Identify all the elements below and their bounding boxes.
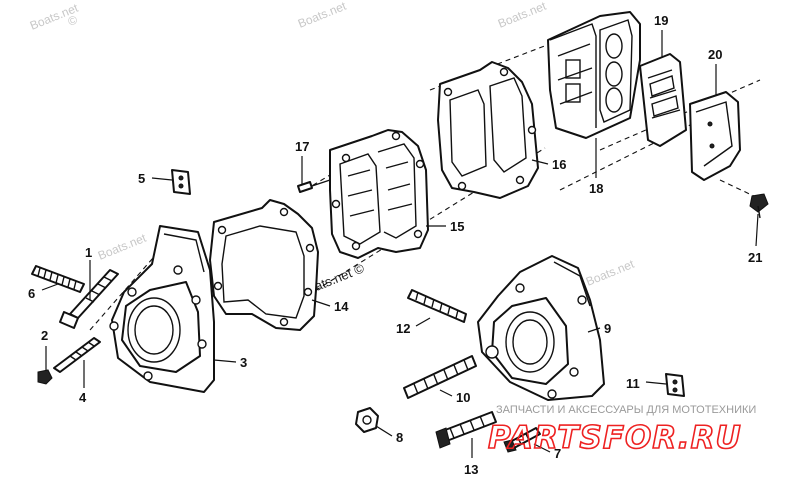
callout-9: 9 bbox=[604, 321, 611, 336]
callout-15: 15 bbox=[450, 219, 464, 234]
callout-17: 17 bbox=[295, 139, 309, 154]
watermark-top-right: Boats.net bbox=[496, 0, 549, 31]
part-4-stud bbox=[37, 337, 101, 385]
callout-4: 4 bbox=[79, 390, 87, 405]
part-20-reed-stop bbox=[689, 91, 741, 181]
part-5-clip bbox=[171, 169, 191, 195]
callout-7: 7 bbox=[554, 446, 561, 461]
callout-labels: 1 2 3 4 5 6 7 8 9 10 11 12 13 14 15 16 1… bbox=[28, 13, 762, 477]
watermark-right: Boats.net bbox=[584, 257, 637, 289]
callout-16: 16 bbox=[552, 157, 566, 172]
part-3-manifold bbox=[109, 225, 215, 393]
part-15-reed-plate bbox=[329, 129, 429, 259]
part-21-screw bbox=[749, 193, 769, 219]
callout-20: 20 bbox=[708, 47, 722, 62]
part-10-stud bbox=[403, 355, 477, 399]
part-18-reed-block bbox=[547, 11, 641, 139]
callout-19: 19 bbox=[654, 13, 668, 28]
callout-1: 1 bbox=[85, 245, 92, 260]
banner-tagline: ЗАПЧАСТИ И АКСЕССУАРЫ ДЛЯ МОТОТЕХНИКИ bbox=[496, 404, 756, 416]
callout-21: 21 bbox=[748, 250, 762, 265]
part-8-nut bbox=[355, 407, 379, 433]
callout-10: 10 bbox=[456, 390, 470, 405]
part-17-screw bbox=[297, 179, 331, 193]
callout-11: 11 bbox=[626, 376, 640, 391]
watermark-left: Boats.net bbox=[96, 231, 149, 263]
part-1-bolt bbox=[59, 269, 119, 329]
part-7-bolt bbox=[503, 427, 541, 453]
callout-5: 5 bbox=[138, 171, 145, 186]
callout-12: 12 bbox=[396, 321, 410, 336]
part-6-stud bbox=[31, 265, 85, 293]
part-11-clip bbox=[665, 373, 685, 397]
callout-2: 2 bbox=[41, 328, 48, 343]
callout-13: 13 bbox=[464, 462, 478, 477]
part-16-gasket bbox=[437, 61, 539, 199]
watermark-top-left-copyright: © bbox=[66, 12, 80, 28]
part-14-gasket bbox=[209, 199, 319, 331]
callout-8: 8 bbox=[396, 430, 403, 445]
callout-14: 14 bbox=[334, 299, 349, 314]
part-19-reed-petal bbox=[639, 53, 687, 147]
partsfor-banner: ЗАПЧАСТИ И АКСЕССУАРЫ ДЛЯ МОТОТЕХНИКИ PA… bbox=[487, 404, 756, 457]
part-13-bolt bbox=[435, 411, 497, 449]
banner-brand-logo: PARTSFOR.RU bbox=[488, 420, 742, 456]
part-12-stud bbox=[407, 289, 467, 323]
watermark-top-center: Boats.net bbox=[296, 0, 349, 31]
callout-6: 6 bbox=[28, 286, 35, 301]
callout-3: 3 bbox=[240, 355, 247, 370]
callout-18: 18 bbox=[589, 181, 603, 196]
leader-lines bbox=[41, 30, 759, 458]
part-9-adapter bbox=[477, 255, 605, 401]
